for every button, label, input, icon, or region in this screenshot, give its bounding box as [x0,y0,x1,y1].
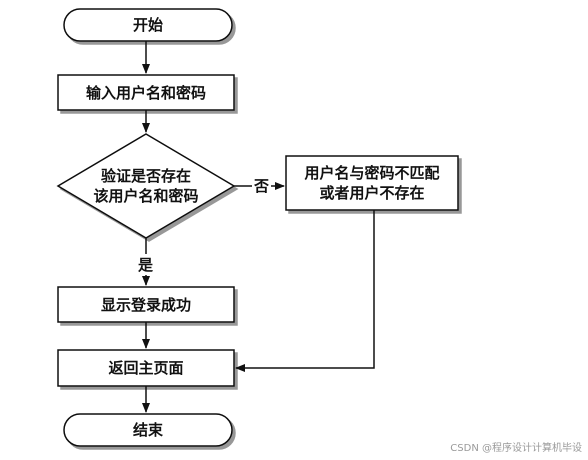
edge-error-to-home [235,210,375,372]
end-terminator [63,413,233,447]
home-box [57,349,235,387]
start-terminator [63,8,233,42]
error-box [285,155,459,211]
watermark: CSDN @程序设计计算机毕设 [450,443,582,454]
input-box [57,74,235,111]
decision-diamond [56,133,236,239]
edge-label-no: 否 [252,175,272,196]
success-box [57,286,235,323]
edge-label-yes: 是 [137,254,155,275]
